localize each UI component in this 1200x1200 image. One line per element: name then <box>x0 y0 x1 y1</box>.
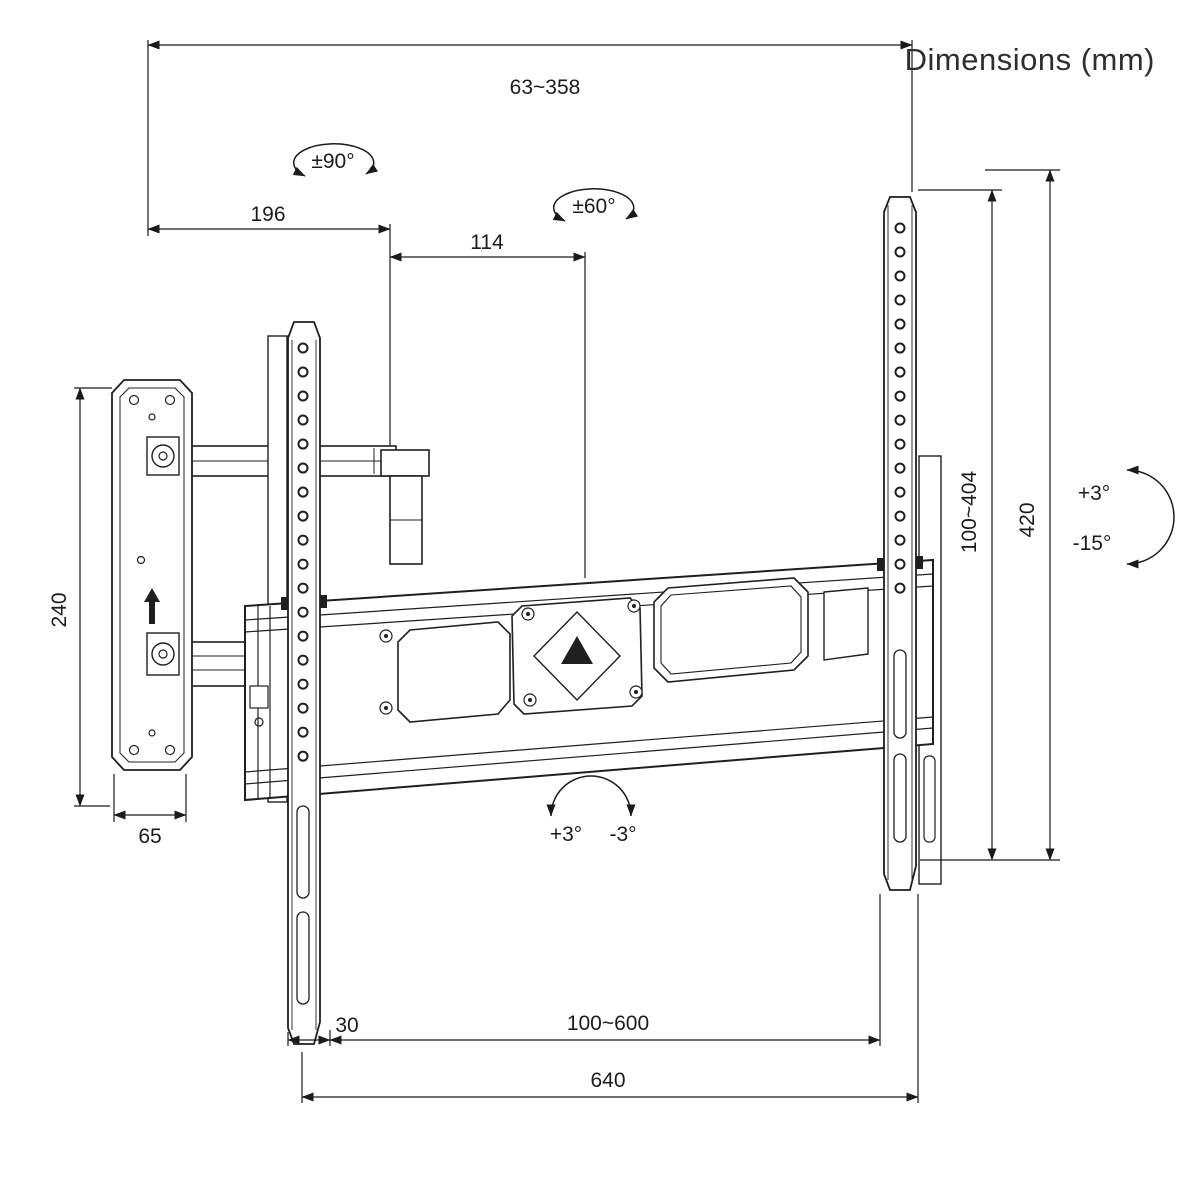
wall-bracket <box>244 558 934 802</box>
dim-label-rail-height: 420 <box>1016 502 1039 537</box>
dim-swivel-tv: ±60° <box>552 188 639 222</box>
dim-label-extension-range: 63~358 <box>510 76 581 99</box>
dim-extension-range: 63~358 <box>147 40 913 236</box>
mount-drawing <box>111 196 942 1045</box>
dim-tilt: +3° -15° <box>1073 465 1175 569</box>
dim-label-total-width: 640 <box>590 1069 625 1092</box>
dim-label-level-minus: -3° <box>609 823 636 846</box>
dim-label-plate-width: 65 <box>138 825 161 848</box>
dim-rail-height: 420 <box>920 169 1060 861</box>
swivel-arc-icon <box>552 188 639 222</box>
up-arrow-icon <box>144 588 160 624</box>
dim-label-plate-height: 240 <box>48 592 71 627</box>
dim-label-level-plus: +3° <box>550 823 582 846</box>
dim-label-swivel-wall: ±90° <box>311 150 354 173</box>
dim-vesa-width-range: 100~600 <box>329 894 881 1046</box>
dim-label-swivel-tv: ±60° <box>572 195 615 218</box>
rail-hooks <box>281 556 923 610</box>
swivel-arc-icon <box>292 143 379 177</box>
tilt-arc-icon <box>1126 465 1175 569</box>
dimension-annotations: 63~358 ±90° ±60° 196 114 240 <box>48 40 1175 1103</box>
dim-level-adjust: +3° -3° <box>546 775 637 846</box>
dim-label-edge-offset: 30 <box>335 1014 358 1037</box>
dim-label-vesa-width-range: 100~600 <box>567 1012 649 1035</box>
dim-plate-width: 65 <box>113 774 187 848</box>
bracket-cutout-left <box>397 621 511 723</box>
level-arc-icon <box>546 775 636 817</box>
bracket-screws <box>379 599 643 715</box>
dim-total-width: 640 <box>301 894 919 1103</box>
dim-label-tilt-down: -15° <box>1073 532 1112 555</box>
left-vesa-rail <box>287 321 321 1045</box>
dim-vesa-height-range: 100~404 <box>918 189 1002 861</box>
dim-swivel-wall: ±90° <box>292 143 379 177</box>
dim-label-vesa-height-range: 100~404 <box>958 471 981 554</box>
dim-plate-height: 240 <box>48 387 112 807</box>
page-title: Dimensions (mm) <box>905 42 1155 77</box>
logo-triangle-icon <box>561 636 593 664</box>
bracket-cutout-right <box>653 577 809 683</box>
right-vesa-rail <box>883 196 917 891</box>
wall-plate <box>111 379 193 771</box>
dim-arm-offset: 114 <box>389 231 586 578</box>
dim-label-arm-length: 196 <box>250 203 285 226</box>
dim-label-arm-offset: 114 <box>470 231 504 254</box>
dim-label-tilt-up: +3° <box>1078 482 1110 505</box>
